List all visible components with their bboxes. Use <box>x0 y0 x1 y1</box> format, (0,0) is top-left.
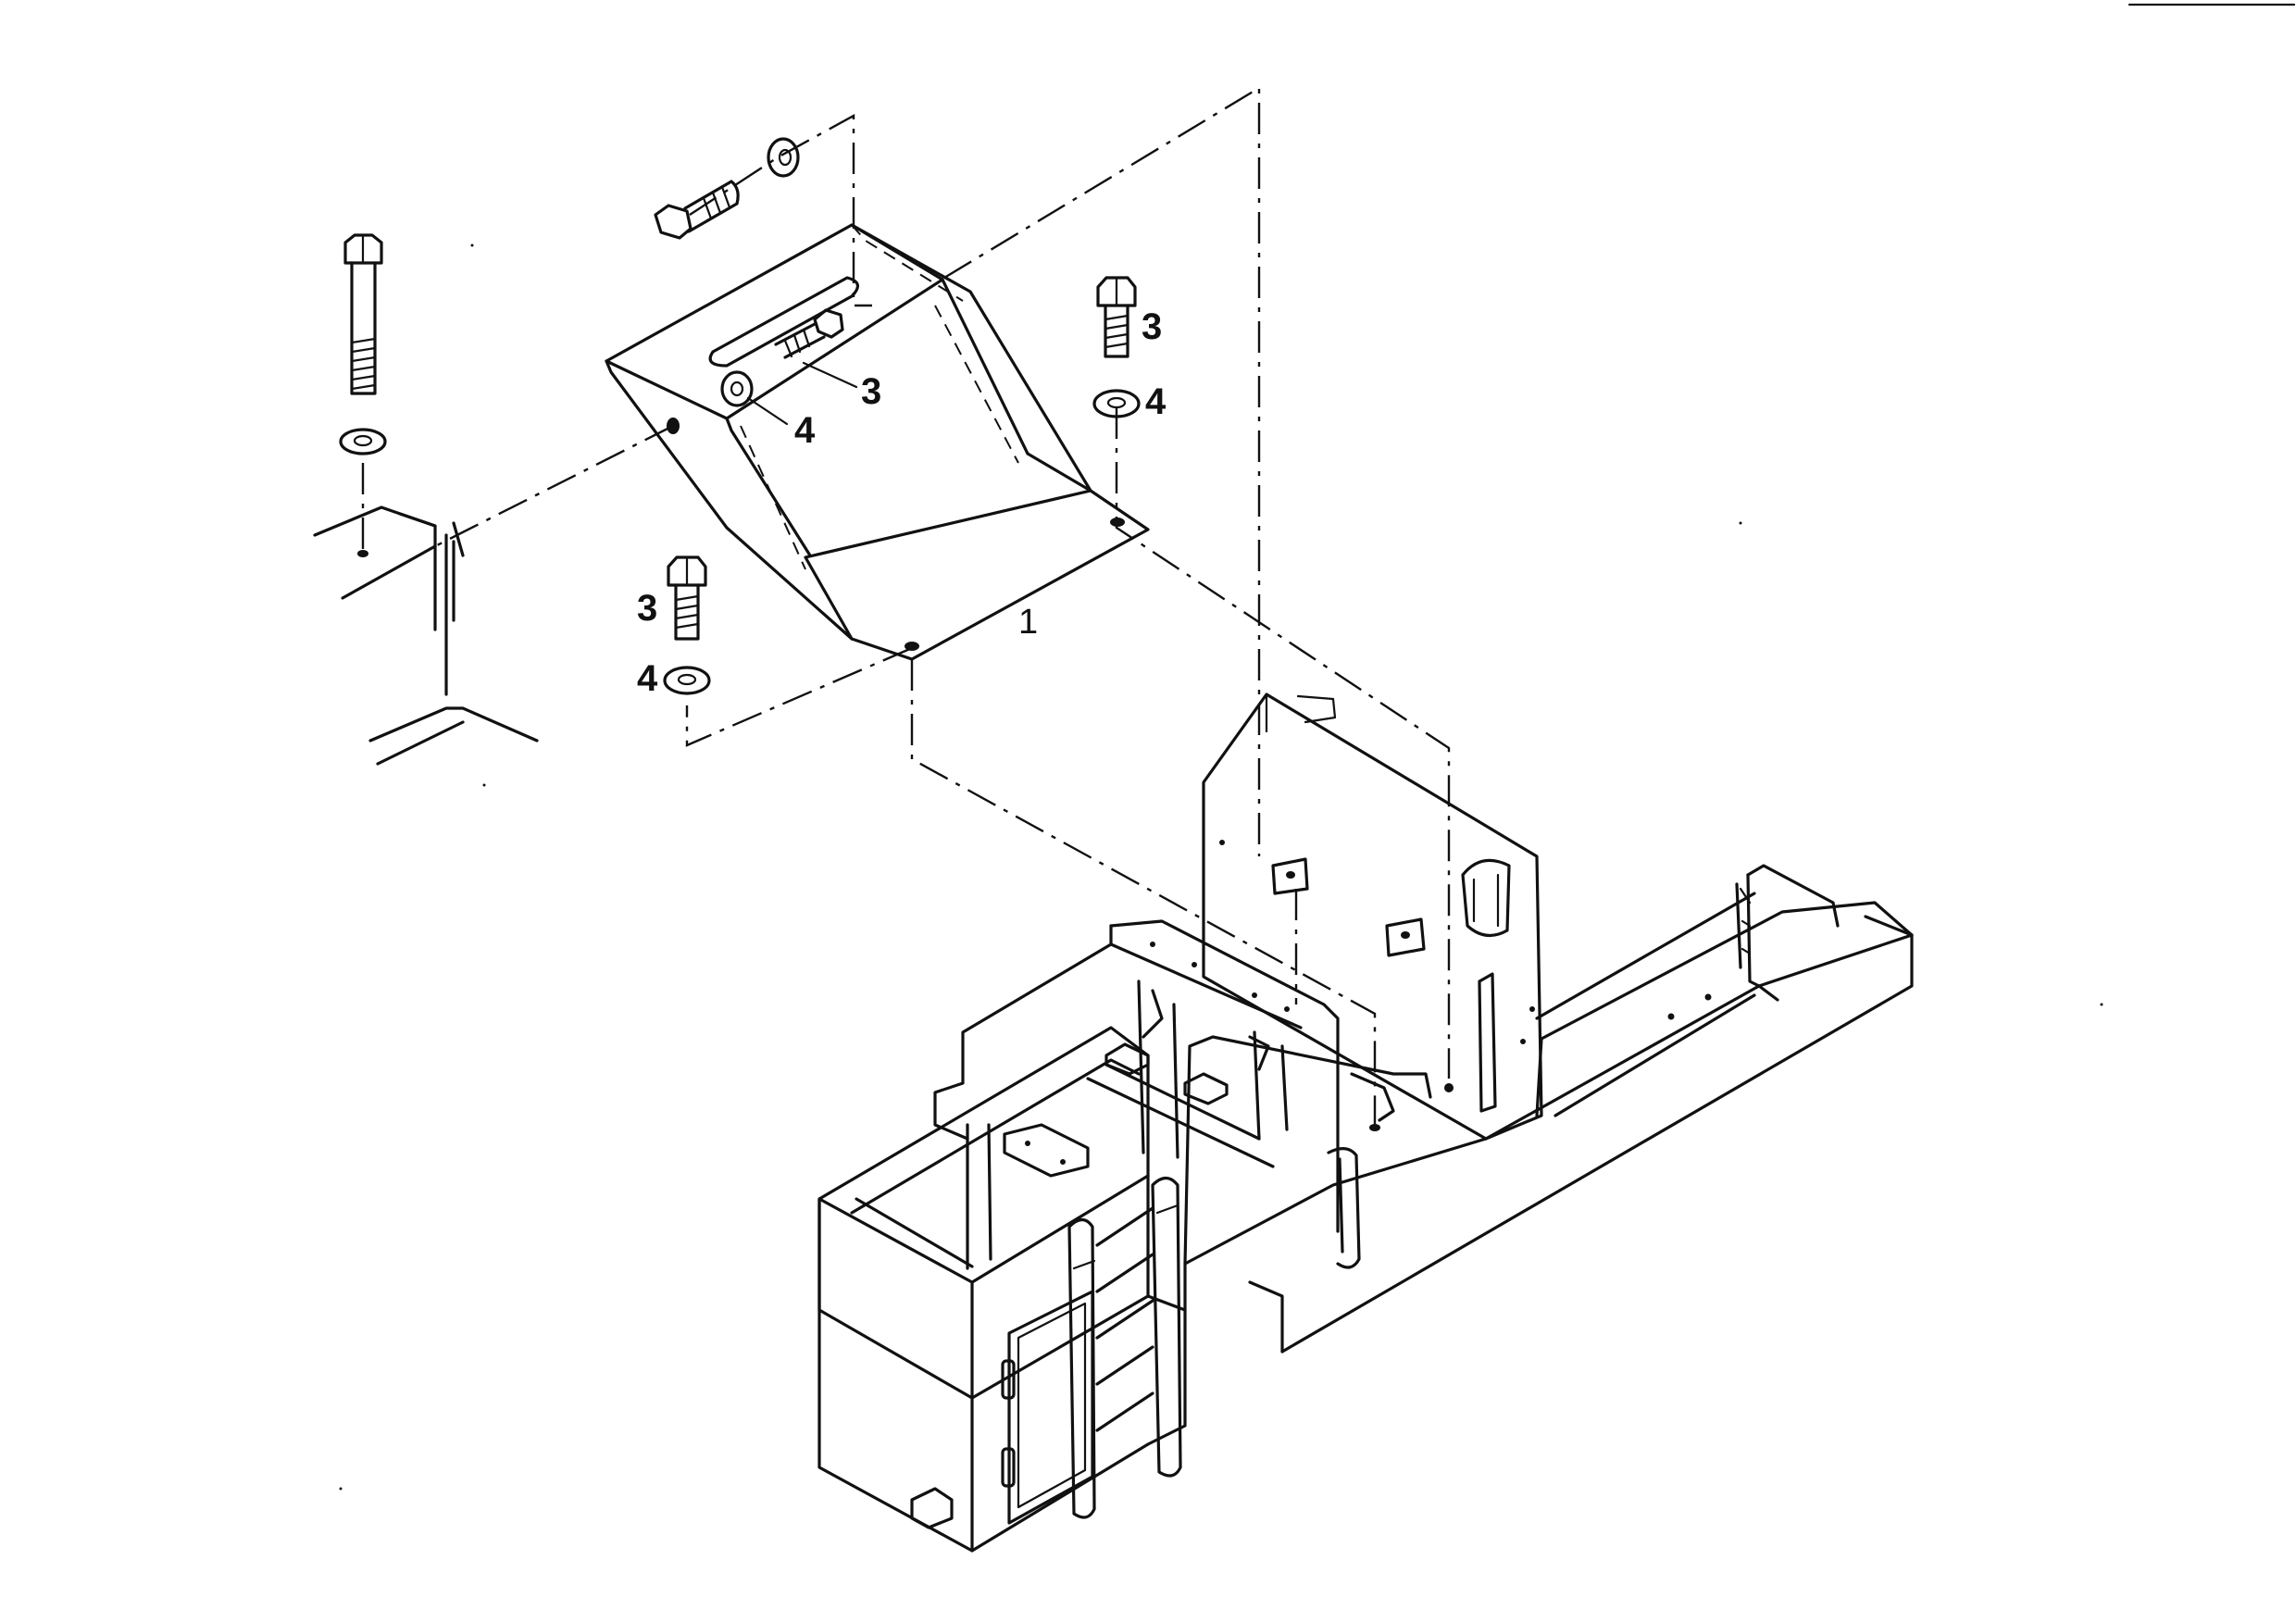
washer-right <box>1092 389 1141 418</box>
callout-labels: 1 3 4 3 4 3 4 <box>637 306 1167 699</box>
mounting-bracket <box>605 223 1150 661</box>
bolt-lower <box>667 555 707 641</box>
washer-top <box>767 137 800 178</box>
callout-item-3-lower: 3 <box>637 588 657 629</box>
callout-item-4-lower: 4 <box>637 658 658 699</box>
washer-lower <box>663 666 711 695</box>
scan-marks <box>339 3 2296 1491</box>
assembly-leader-lines <box>361 85 1451 1128</box>
callout-item-1: 1 <box>1018 603 1038 642</box>
bolt-left-long <box>343 233 383 395</box>
left-structure-fragment <box>313 505 539 766</box>
callout-item-4-inner: 4 <box>794 410 816 451</box>
washer-left <box>339 428 387 455</box>
callout-item-3-right: 3 <box>1142 306 1162 347</box>
vehicle-platform <box>817 692 1914 1553</box>
callout-item-3-inner: 3 <box>861 371 881 412</box>
bolt-right <box>1096 276 1137 358</box>
bolt-top-horizontal <box>654 180 740 240</box>
callout-item-4-right: 4 <box>1145 381 1167 422</box>
